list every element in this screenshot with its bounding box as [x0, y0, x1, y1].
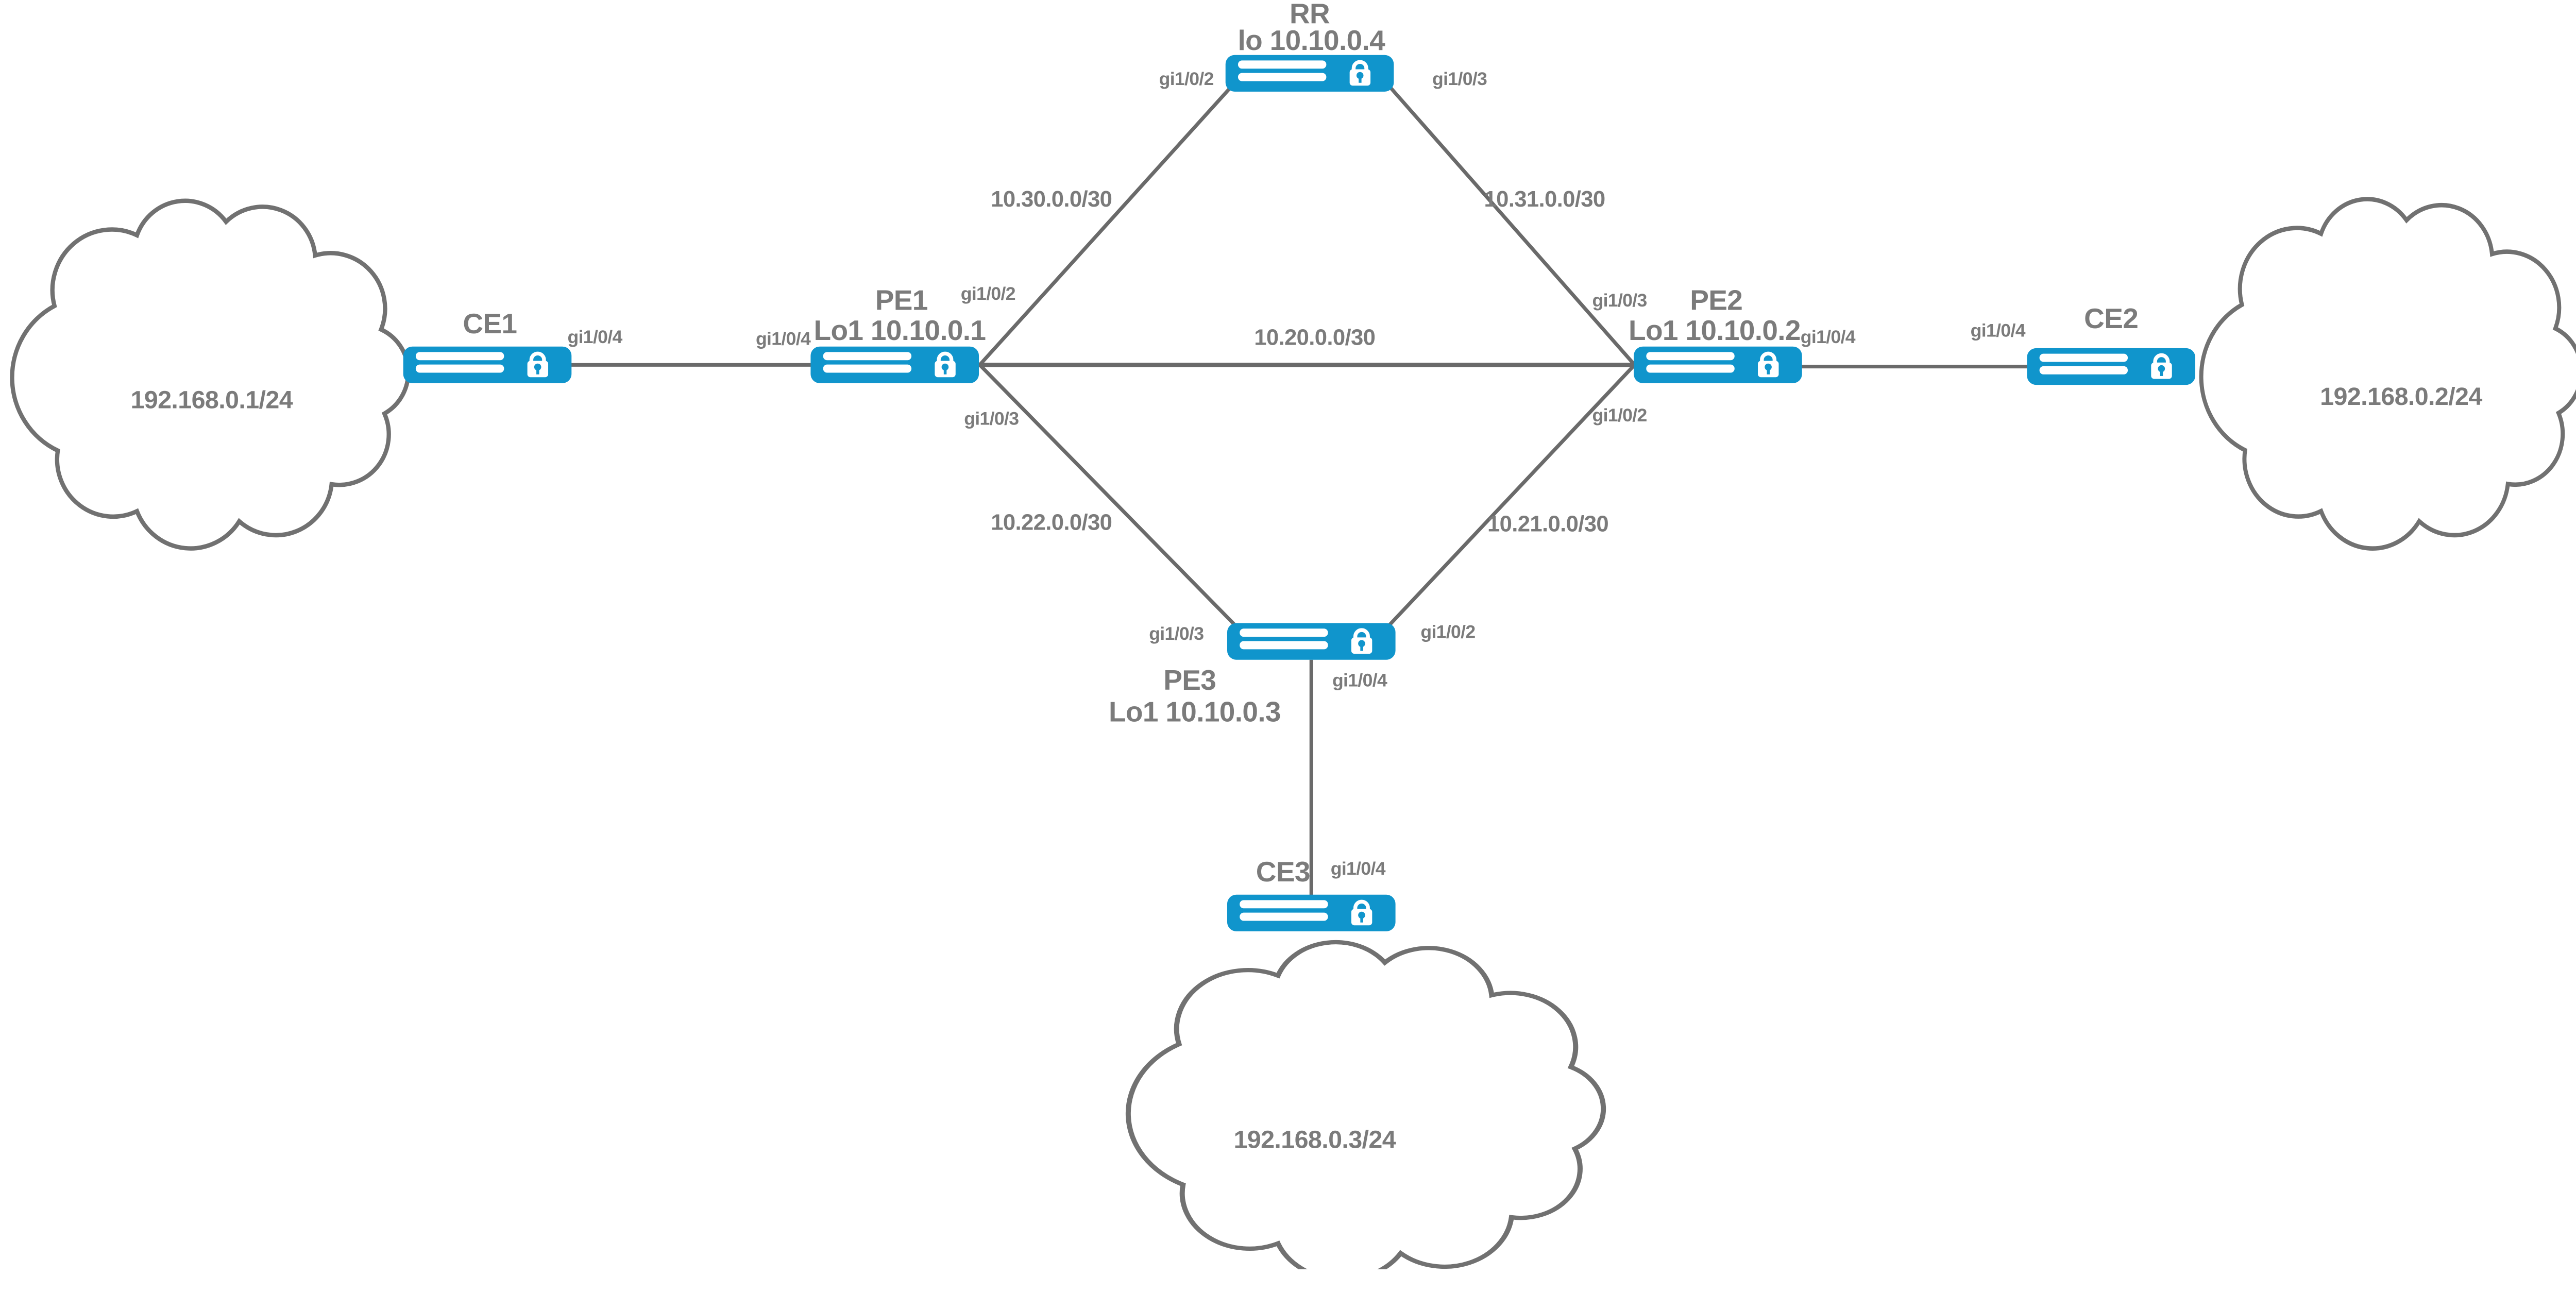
if-label-pe1-gi104: gi1/0/4	[756, 328, 811, 349]
if-label-pe2-gi103: gi1/0/3	[1592, 290, 1647, 311]
cloud-lan-ce3[interactable]	[1128, 942, 1603, 1269]
subnet-label-rr-pe2: 10.31.0.0/30	[1484, 186, 1605, 212]
link-rr-pe2[interactable]	[1388, 85, 1636, 366]
interface-labels-layer: gi1/0/4 gi1/0/4 gi1/0/2 gi1/0/2 gi1/0/3 …	[568, 69, 2026, 879]
cloud-label-bottom: 192.168.0.3/24	[1233, 1126, 1396, 1153]
node-loopback-pe1: Lo1 10.10.0.1	[814, 314, 986, 346]
links-layer	[486, 85, 2111, 903]
subnet-label-pe1-pe2: 10.20.0.0/30	[1254, 325, 1375, 350]
if-label-ce1-gi104: gi1/0/4	[568, 327, 623, 347]
subnet-label-pe2-pe3: 10.21.0.0/30	[1487, 512, 1608, 537]
subnet-labels-layer: 10.30.0.0/30 10.31.0.0/30 10.20.0.0/30 1…	[991, 186, 1608, 537]
if-label-pe1-gi102: gi1/0/2	[961, 283, 1015, 304]
topology-diagram: CE1 PE1 Lo1 10.10.0.1 RR lo 10.10.0.4 PE…	[0, 0, 2576, 1269]
if-label-rr-gi102: gi1/0/2	[1159, 69, 1214, 89]
subnet-label-pe1-rr: 10.30.0.0/30	[991, 186, 1112, 212]
if-label-pe1-gi103: gi1/0/3	[964, 409, 1019, 429]
link-pe2-pe3[interactable]	[1388, 363, 1636, 626]
node-label-ce3: CE3	[1256, 856, 1310, 888]
if-label-ce2-gi104: gi1/0/4	[1971, 320, 2026, 341]
router-node-rr[interactable]	[1226, 55, 1394, 92]
cloud-label-right: 192.168.0.2/24	[2320, 383, 2482, 411]
node-label-ce2: CE2	[2084, 302, 2138, 334]
cloud-label-left: 192.168.0.1/24	[130, 386, 293, 414]
node-label-pe1: PE1	[875, 284, 928, 316]
link-pe1-pe3[interactable]	[978, 363, 1236, 626]
node-label-rr: RR	[1290, 0, 1330, 29]
node-label-pe2: PE2	[1690, 284, 1742, 316]
if-label-pe2-gi104: gi1/0/4	[1801, 327, 1856, 347]
if-label-pe3-gi102: gi1/0/2	[1420, 622, 1475, 642]
cloud-lan-ce1[interactable]	[12, 201, 408, 549]
subnet-label-pe1-pe3: 10.22.0.0/30	[991, 509, 1112, 535]
node-labels-layer: CE1 PE1 Lo1 10.10.0.1 RR lo 10.10.0.4 PE…	[463, 0, 2138, 888]
node-label-pe3: PE3	[1163, 664, 1216, 696]
router-node-pe2[interactable]	[1634, 347, 1802, 383]
topology-canvas: CE1 PE1 Lo1 10.10.0.1 RR lo 10.10.0.4 PE…	[0, 0, 2576, 1269]
if-label-pe2-gi102: gi1/0/2	[1592, 405, 1647, 426]
if-label-pe3-gi104: gi1/0/4	[1332, 670, 1387, 690]
if-label-rr-gi103: gi1/0/3	[1432, 69, 1487, 89]
router-node-pe1[interactable]	[810, 347, 979, 383]
cloud-labels-layer: 192.168.0.1/24 192.168.0.2/24 192.168.0.…	[130, 383, 2483, 1153]
node-loopback-pe3: Lo1 10.10.0.3	[1109, 695, 1281, 727]
cloud-lan-ce2[interactable]	[2201, 199, 2576, 549]
if-label-pe3-gi103: gi1/0/3	[1149, 623, 1204, 644]
if-label-ce3-gi104: gi1/0/4	[1331, 858, 1386, 879]
node-loopback-rr: lo 10.10.0.4	[1238, 24, 1385, 56]
node-label-ce1: CE1	[463, 308, 517, 339]
link-pe1-rr[interactable]	[978, 85, 1233, 366]
node-loopback-pe2: Lo1 10.10.0.2	[1629, 314, 1801, 346]
router-node-ce1[interactable]	[403, 347, 572, 383]
routers-layer	[403, 55, 2195, 931]
router-node-ce3[interactable]	[1227, 895, 1396, 931]
router-node-pe3[interactable]	[1227, 623, 1396, 660]
router-node-ce2[interactable]	[2027, 348, 2195, 385]
